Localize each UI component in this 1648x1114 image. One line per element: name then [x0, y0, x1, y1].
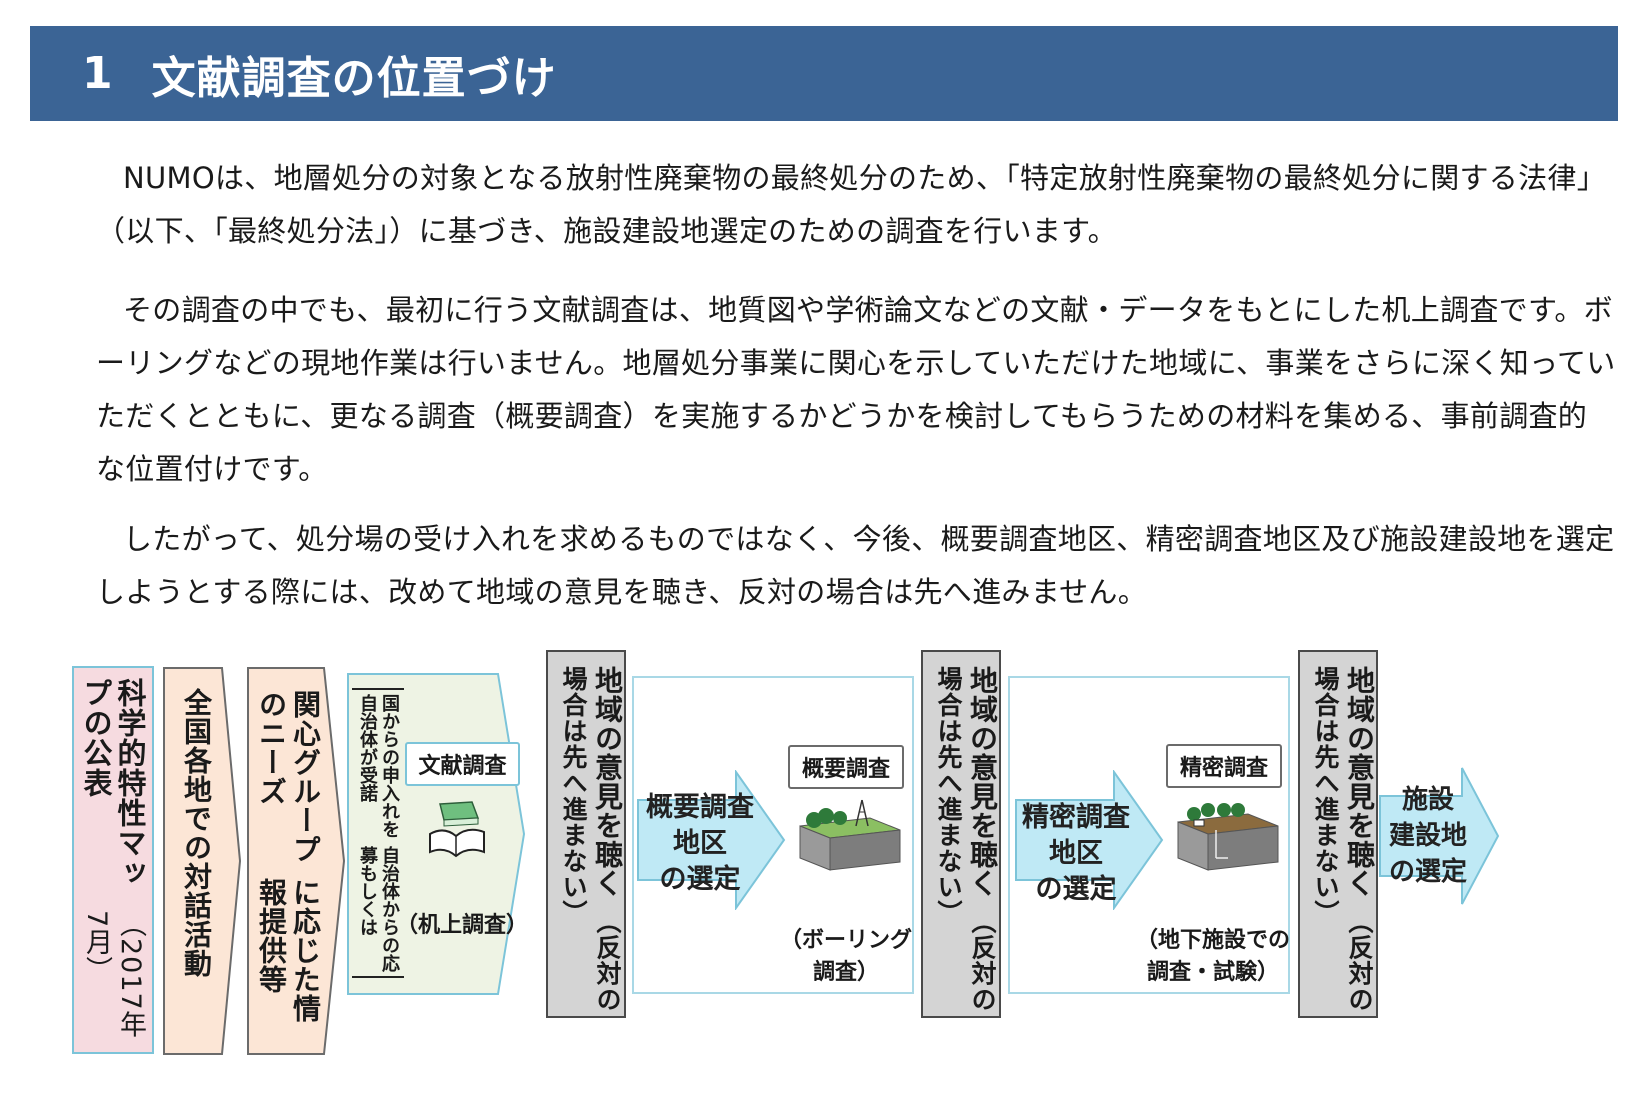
boring-site-icon	[799, 799, 901, 871]
section-title: 文献調査の位置づけ	[151, 52, 557, 104]
step-map-title: 科学的特性マップの公表	[79, 678, 147, 888]
step-map-publication: 科学的特性マップの公表 （2017年7月）	[72, 666, 154, 1054]
gate-3-main: 地域の意見を聴く	[1343, 666, 1376, 898]
underground-facility-icon	[1177, 803, 1279, 871]
gate-3: 地域の意見を聴く （反対の場合は先へ進まない）	[1298, 650, 1378, 1018]
gate-2-note: （反対の場合は先へ進まない）	[934, 666, 997, 1013]
step-dialogue: 全国各地での対話活動	[166, 680, 226, 1050]
gate-1-note: （反対の場合は先へ進まない）	[559, 666, 622, 1013]
step-info: 関心グループのニーズ に応じた情報提供等	[248, 678, 328, 1048]
caption-boring-line2: 調査）	[812, 960, 879, 985]
paragraph-3: したがって、処分場の受け入れを求めるものではなく、今後、概要調査地区、精密調査地…	[96, 522, 1615, 609]
overview-arrow-line2: 地区	[673, 828, 727, 859]
step-info-line1: 関心グループのニーズ	[255, 690, 322, 864]
step-map-date: （2017年7月）	[81, 909, 146, 1039]
paragraph-1: NUMOは、地層処分の対象となる放射性廃棄物の最終処分のため、「特定放射性廃棄物…	[96, 161, 1606, 248]
arrow-final-site-selection	[1379, 767, 1500, 905]
label-detailed-survey: 精密調査	[1166, 744, 1282, 788]
note-line2: 自治体からの応募もしくは	[357, 845, 400, 972]
final-site-selection: 施設 建設地 の選定	[1380, 782, 1476, 890]
arrow-overview-selection	[637, 770, 786, 910]
book-icon	[429, 801, 485, 858]
caption-underground: （地下施設での 調査・試験）	[1128, 925, 1298, 989]
detailed-arrow-line2: 地区	[1049, 838, 1103, 869]
gate-3-note: （反対の場合は先へ進まない）	[1311, 666, 1374, 1013]
arrow-detailed-selection	[1015, 770, 1164, 910]
gate-1-main: 地域の意見を聴く	[591, 666, 624, 898]
paragraph-2: その調査の中でも、最初に行う文献調査は、地質図や学術論文などの文献・データをもと…	[96, 293, 1616, 486]
caption-boring: （ボーリング 調査）	[776, 925, 916, 989]
section-header: 1 文献調査の位置づけ	[30, 26, 1618, 121]
step-literature-note: 国からの申入れを自治体が受諾 自治体からの応募もしくは	[352, 688, 404, 978]
final-line3: の選定	[1388, 857, 1467, 887]
caption-boring-line1: （ボーリング	[779, 928, 912, 953]
caption-underground-line2: 調査・試験）	[1146, 960, 1279, 985]
caption-underground-line1: （地下施設での	[1135, 928, 1290, 953]
overview-arrow-line3: の選定	[659, 864, 741, 895]
gate-2-main: 地域の意見を聴く	[966, 666, 999, 898]
step-dialogue-text: 全国各地での対話活動	[180, 688, 213, 978]
detailed-area-selection: 精密調査 地区 の選定	[1016, 800, 1136, 908]
label-overview-survey: 概要調査	[788, 745, 904, 789]
label-literature-survey: 文献調査	[405, 742, 520, 786]
section-number: 1	[82, 48, 114, 99]
step-info-line2: に応じた情報提供等	[255, 878, 322, 1024]
detailed-arrow-line1: 精密調査	[1022, 802, 1130, 833]
caption-desk-survey: （机上調査）	[396, 913, 529, 938]
overview-arrow-line1: 概要調査	[646, 792, 754, 823]
step-dialogue-shape	[163, 667, 242, 1055]
detailed-arrow-line3: の選定	[1035, 874, 1117, 905]
step-info-shape	[247, 667, 346, 1055]
final-line1: 施設	[1401, 785, 1454, 815]
final-line2: 建設地	[1388, 821, 1467, 851]
gate-2: 地域の意見を聴く （反対の場合は先へ進まない）	[921, 650, 1001, 1018]
overview-area-selection: 概要調査 地区 の選定	[640, 790, 760, 898]
note-line1: 国からの申入れを自治体が受諾	[357, 694, 400, 838]
gate-1: 地域の意見を聴く （反対の場合は先へ進まない）	[546, 650, 626, 1018]
